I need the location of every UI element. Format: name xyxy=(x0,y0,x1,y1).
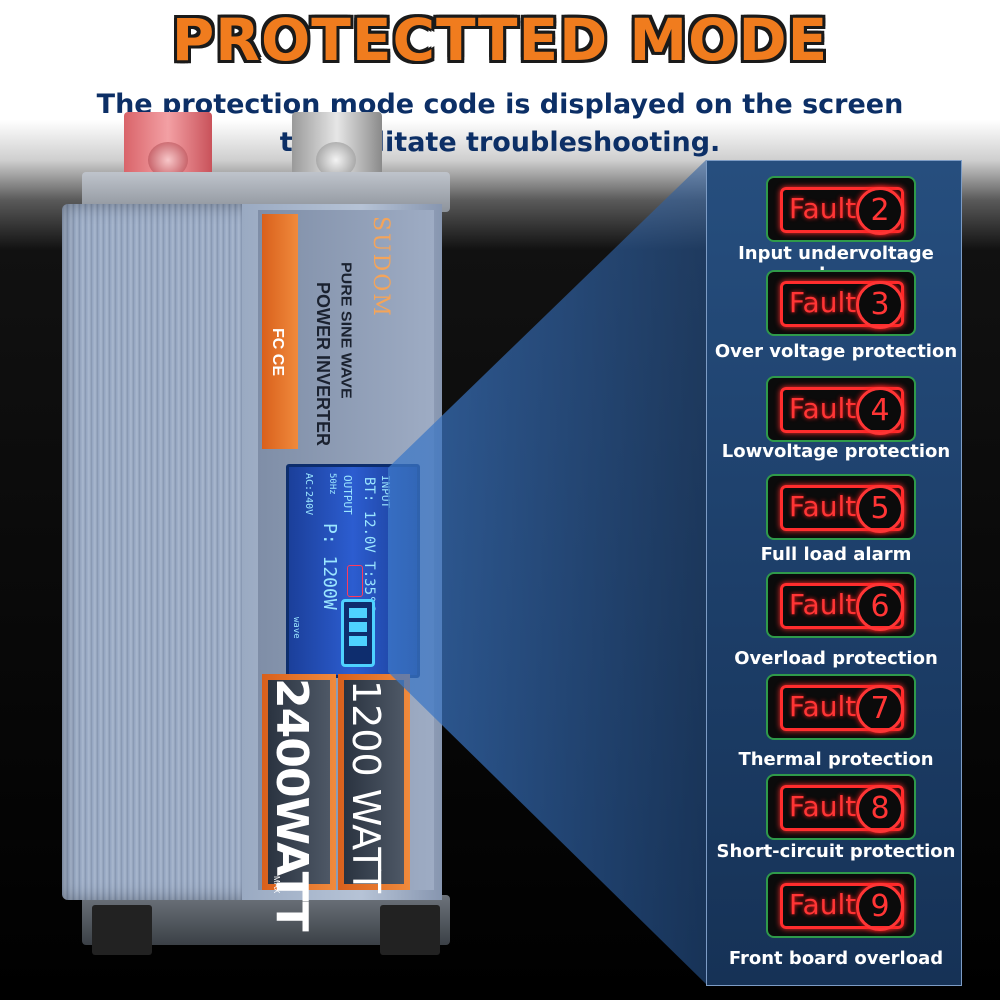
fault-code: 9 xyxy=(856,883,904,931)
fault-label: Full load alarm xyxy=(760,544,912,565)
battery-icon xyxy=(341,599,375,667)
fault-word: Fault xyxy=(789,888,857,921)
brand-logo: SUDOM xyxy=(368,216,393,318)
fault-label: Short-circuit protection xyxy=(716,841,956,862)
orange-brand-stripe xyxy=(262,214,298,449)
max-rating: 2400WATT xyxy=(266,678,317,931)
fault-label: Front board overload xyxy=(728,948,944,969)
fault-word: Fault xyxy=(789,588,857,621)
max-label: MAX xyxy=(272,876,281,894)
fault-code: 6 xyxy=(856,583,904,631)
max-rating-plate xyxy=(262,674,336,890)
fault-word: Fault xyxy=(789,490,857,523)
lcd-output-label: OUTPUT xyxy=(341,475,354,515)
fault-code: 4 xyxy=(856,387,904,435)
fault-label: Over voltage protection xyxy=(714,341,958,362)
continuous-rating-plate xyxy=(338,674,410,890)
product-line1: PURE SINE WAVE xyxy=(337,262,354,399)
fault-label: Thermal protection xyxy=(738,749,934,770)
fault-label: Overload protection xyxy=(734,648,938,669)
lcd-battery-readout: BT: 12.0V T:35°C xyxy=(361,477,377,612)
certification-marks: FC CE xyxy=(269,328,286,376)
lcd-wave-label: wave xyxy=(291,617,301,639)
fault-code: 5 xyxy=(856,485,904,533)
lcd-fault-icon xyxy=(347,565,363,597)
fault-code: 3 xyxy=(856,281,904,329)
fault-word: Fault xyxy=(789,790,857,823)
fault-word: Fault xyxy=(789,690,857,723)
fault-word: Fault xyxy=(789,192,857,225)
fault-word: Fault xyxy=(789,286,857,319)
product-line2: POWER INVERTER xyxy=(313,282,333,447)
mounting-foot xyxy=(380,905,440,955)
lcd-ac-voltage: AC:240V xyxy=(303,473,314,516)
mounting-foot xyxy=(92,905,152,955)
fault-code: 2 xyxy=(856,187,904,235)
fault-code: 8 xyxy=(856,785,904,833)
fault-word: Fault xyxy=(789,392,857,425)
headline: PROTECTTED MODE xyxy=(171,6,829,74)
fault-code: 7 xyxy=(856,685,904,733)
continuous-rating: 1200 WATT xyxy=(344,680,388,894)
fault-label: Lowvoltage protection xyxy=(721,441,951,462)
lcd-frequency: 50Hz xyxy=(327,473,337,495)
lcd-power-readout: P: 1200W xyxy=(319,523,340,610)
